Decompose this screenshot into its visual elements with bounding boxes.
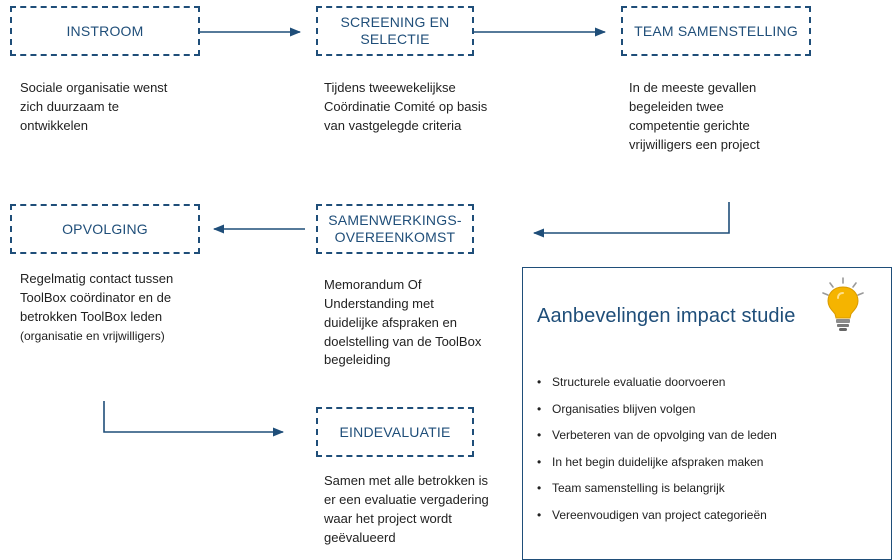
step-samenwerking-label: SAMENWERKINGS- OVEREENKOMST xyxy=(328,212,462,245)
step-eindevaluatie-box: EINDEVALUATIE xyxy=(316,407,474,457)
step-instroom-box: INSTROOM xyxy=(10,6,200,56)
step-instroom-description: Sociale organisatie wenst zich duurzaam … xyxy=(20,80,168,133)
lightbulb-icon xyxy=(822,277,864,331)
recommendations-list: Structurele evaluatie doorvoeren Organis… xyxy=(537,372,877,531)
recommendation-item: Organisaties blijven volgen xyxy=(537,399,877,426)
recommendation-item: In het begin duidelijke afspraken maken xyxy=(537,452,877,479)
recommendations-panel: Aanbevelingen impact studie Structurele … xyxy=(522,267,892,560)
step-samenwerking-description: Memorandum Of Understanding met duidelij… xyxy=(324,277,482,368)
step-instroom-label: INSTROOM xyxy=(66,22,144,39)
recommendations-title: Aanbevelingen impact studie xyxy=(537,305,796,327)
recommendation-item: Team samenstelling is belangrijk xyxy=(537,478,877,505)
recommendation-item: Verbeteren van de opvolging van de leden xyxy=(537,425,877,452)
step-eindevaluatie-description: Samen met alle betrokken is er een evalu… xyxy=(324,473,489,545)
arrow-opvolging-to-eindevaluatie xyxy=(103,401,285,437)
recommendation-item: Vereenvoudigen van project categorieën xyxy=(537,505,877,532)
step-team-description: In de meeste gevallen begeleiden twee co… xyxy=(629,80,760,152)
step-team-box: TEAM SAMENSTELLING xyxy=(621,6,811,56)
arrow-team-to-samenwerking xyxy=(532,202,730,238)
step-opvolging-box: OPVOLGING xyxy=(10,204,200,254)
step-screening-box: SCREENING EN SELECTIE xyxy=(316,6,474,56)
step-opvolging-description-main: Regelmatig contact tussen ToolBox coördi… xyxy=(20,271,174,324)
step-samenwerking-box: SAMENWERKINGS- OVEREENKOMST xyxy=(316,204,474,254)
step-opvolging-description: Regelmatig contact tussen ToolBox coördi… xyxy=(20,270,220,345)
step-opvolging-description-note: (organisatie en vrijwilligers) xyxy=(20,328,165,343)
step-eindevaluatie-label: EINDEVALUATIE xyxy=(339,423,451,440)
step-screening-description: Tijdens tweewekelijkse Coördinatie Comit… xyxy=(324,80,488,133)
step-team-label: TEAM SAMENSTELLING xyxy=(634,22,798,39)
step-opvolging-label: OPVOLGING xyxy=(62,220,148,237)
step-screening-label: SCREENING EN SELECTIE xyxy=(340,14,450,47)
recommendation-item: Structurele evaluatie doorvoeren xyxy=(537,372,877,399)
